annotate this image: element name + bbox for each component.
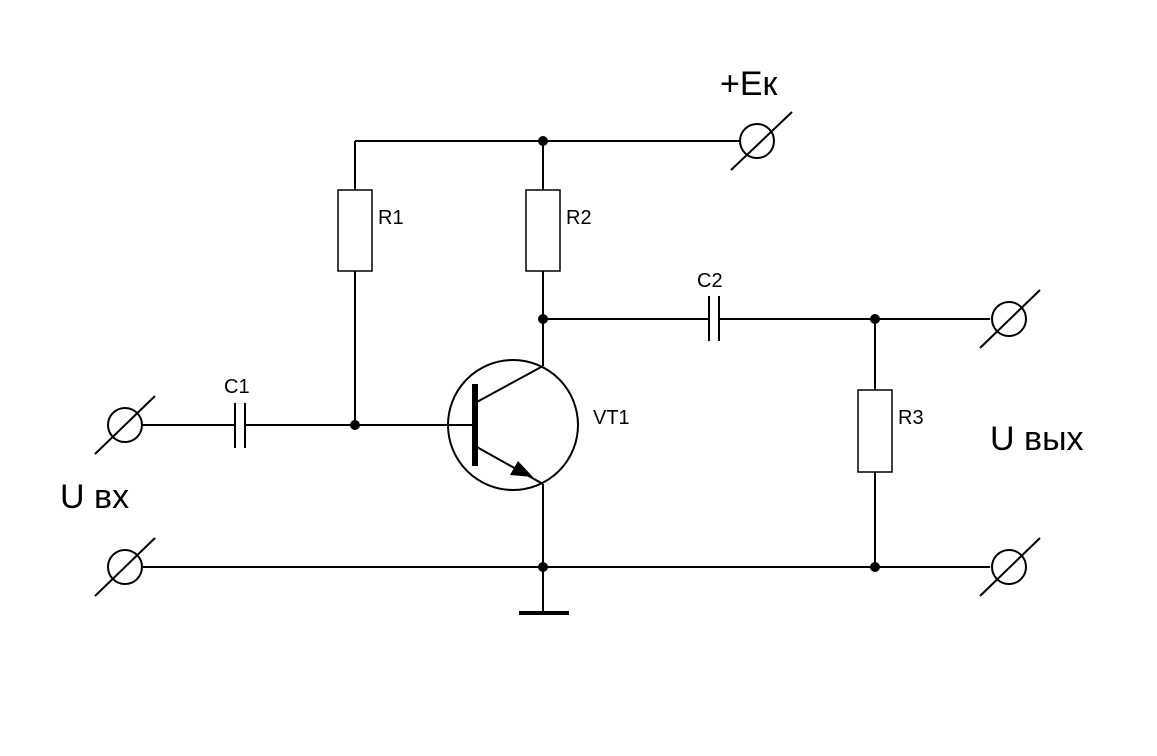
junction-dots xyxy=(350,136,880,572)
c2-label: C2 xyxy=(697,270,723,292)
r2-label: R2 xyxy=(566,207,592,229)
vt1-label: VT1 xyxy=(593,407,630,429)
capacitor-c2 xyxy=(708,296,720,341)
emitter-arrow-icon xyxy=(510,461,533,477)
resistor-r2 xyxy=(525,189,561,366)
output-voltage-label: U вых xyxy=(990,420,1084,458)
transistor-vt1 xyxy=(447,359,579,612)
output-terminal-bottom xyxy=(979,537,1041,597)
supply-terminal xyxy=(730,111,793,171)
input-terminal-top xyxy=(94,395,156,455)
output-terminal-top xyxy=(979,289,1041,349)
capacitor-c1 xyxy=(234,403,246,448)
input-voltage-label: U вх xyxy=(60,478,129,516)
input-terminal-bottom xyxy=(94,537,156,597)
c1-label: C1 xyxy=(224,376,250,398)
supply-label: +Eк xyxy=(720,65,779,103)
r1-label: R1 xyxy=(378,207,404,229)
resistor-r1 xyxy=(337,189,373,425)
supply-rail xyxy=(354,140,740,190)
r3-label: R3 xyxy=(898,407,924,429)
resistor-r3 xyxy=(857,319,893,567)
